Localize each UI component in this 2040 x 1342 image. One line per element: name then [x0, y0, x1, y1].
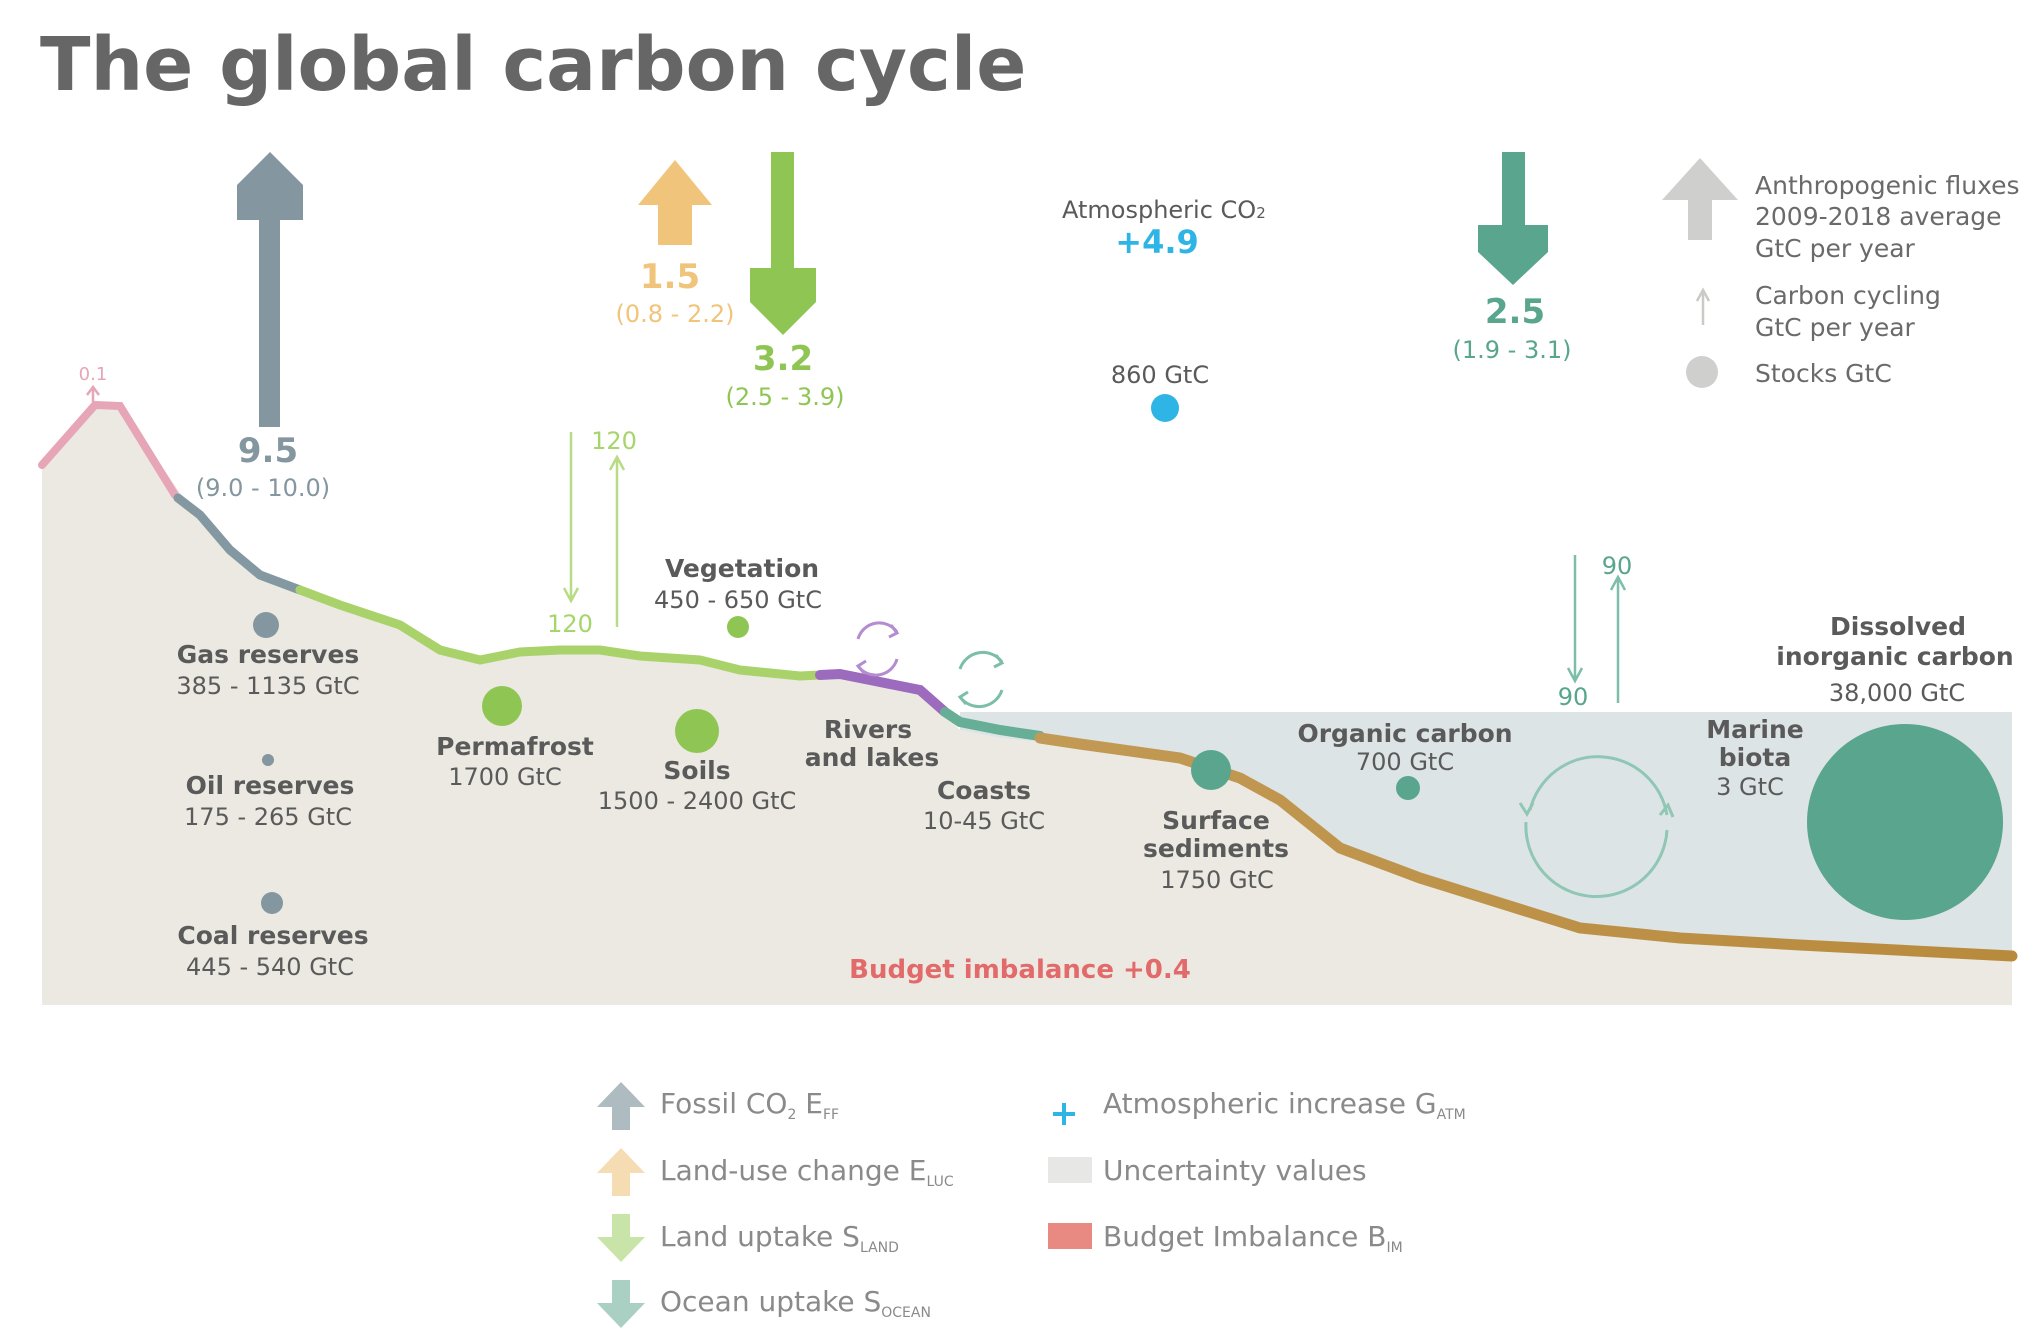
ocean-cycle-icon: [1518, 755, 1675, 899]
ocean-cycling-up-value: 90: [1602, 552, 1633, 580]
fossil-flux-value: 9.5: [238, 431, 298, 471]
legend-stocks: Stocks GtC: [1755, 359, 1892, 388]
vegetation-stock-dot: [727, 616, 749, 638]
marine-biota-label-line1: Marine: [1706, 715, 1803, 744]
volcanic-flux-value: 0.1: [79, 364, 108, 385]
surface-sediments-label-line1: Surface: [1162, 806, 1270, 835]
vegetation-label: Vegetation: [665, 554, 819, 583]
budget-imbalance-label: Budget imbalance +0.4: [849, 955, 1191, 985]
oil-reserves-value: 175 - 265 GtC: [184, 803, 352, 831]
seafloor-sediment: [1034, 732, 2018, 962]
legend-cycling-line1: Carbon cycling: [1755, 281, 1941, 310]
key-uncertainty-swatch: [1048, 1157, 1092, 1183]
permafrost-stock-dot: [482, 686, 522, 726]
organic-carbon-label: Organic carbon: [1297, 719, 1512, 748]
coast-surface: [940, 707, 1045, 741]
soils-label: Soils: [663, 756, 730, 785]
key-atm-increase-plus-icon: [1053, 1103, 1075, 1125]
ocean-uptake-flux-arrow: [1478, 152, 1548, 285]
legend-anthropogenic-line2: 2009-2018 average: [1755, 202, 2002, 231]
marine-biota-label-line2: biota: [1719, 743, 1791, 772]
key-atm-increase-label: Atmospheric increase GATM: [1103, 1087, 1466, 1123]
coasts-value: 10-45 GtC: [923, 807, 1045, 835]
key-uncertainty-label: Uncertainty values: [1103, 1154, 1367, 1187]
key-fossil-label: Fossil CO2 EFF: [660, 1087, 839, 1123]
river-surface: [815, 668, 950, 717]
land-cycling-up-value: 120: [591, 427, 637, 455]
dic-stock-dot: [1807, 724, 2003, 920]
atmospheric-co2-value: +4.9: [1115, 223, 1199, 261]
surface-sediments-stock-dot: [1191, 750, 1231, 790]
surface-sediments-value: 1750 GtC: [1160, 866, 1273, 894]
land-uptake-flux-range: (2.5 - 3.9): [726, 383, 845, 411]
land-cycling-down-value: 120: [547, 610, 593, 638]
carbon-cycling-legend-arrow: [1695, 287, 1711, 325]
permafrost-value: 1700 GtC: [448, 763, 561, 791]
fossil-flux-range: (9.0 - 10.0): [196, 474, 330, 502]
soils-stock-dot: [675, 709, 719, 753]
key-ocean-uptake-arrow: [597, 1280, 645, 1328]
key-land-uptake-label: Land uptake SLAND: [660, 1220, 899, 1256]
gas-surface: [173, 493, 305, 595]
fossil-flux-arrow: [237, 152, 303, 427]
key-land-use-arrow: [597, 1148, 645, 1196]
land-terrain: [42, 405, 2012, 1005]
legend-anthropogenic-line1: Anthropogenic fluxes: [1755, 171, 2020, 200]
gas-reserves-value: 385 - 1135 GtC: [176, 672, 359, 700]
key-fossil-arrow: [597, 1082, 645, 1130]
rivers-cycle-icon: [855, 621, 900, 677]
coasts-label: Coasts: [937, 776, 1031, 805]
key-ocean-uptake-label: Ocean uptake SOCEAN: [660, 1285, 931, 1321]
volcanic-flux-arrow: [86, 384, 100, 402]
coal-reserves-value: 445 - 540 GtC: [186, 953, 354, 981]
gas-reserves-dot: [253, 612, 279, 638]
legend-anthropogenic-line3: GtC per year: [1755, 234, 1916, 263]
ocean-uptake-flux-value: 2.5: [1485, 292, 1545, 332]
atmospheric-co2-label: Atmospheric CO2: [1062, 196, 1266, 224]
marine-biota-value: 3 GtC: [1716, 773, 1784, 801]
land-use-flux-arrow: [638, 160, 712, 245]
land-use-flux-value: 1.5: [640, 257, 700, 297]
land-uptake-flux-value: 3.2: [753, 339, 813, 379]
ocean-uptake-flux-range: (1.9 - 3.1): [1453, 336, 1572, 364]
rivers-label-line2: and lakes: [805, 743, 940, 772]
rivers-label-line1: Rivers: [824, 715, 912, 744]
anthropogenic-legend-arrow: [1662, 158, 1738, 240]
oil-reserves-dot: [262, 754, 274, 766]
atmosphere-stock-value: 860 GtC: [1111, 361, 1209, 389]
legend-cycling-line2: GtC per year: [1755, 313, 1916, 342]
vegetation-value: 450 - 650 GtC: [654, 586, 822, 614]
key-imbalance-label: Budget Imbalance BIM: [1103, 1220, 1403, 1256]
dic-label-line2: inorganic carbon: [1776, 642, 2013, 671]
land-surface: [295, 585, 825, 681]
key-land-use-label: Land-use change ELUC: [660, 1154, 954, 1190]
coal-reserves-dot: [261, 892, 283, 914]
key-imbalance-swatch: [1048, 1223, 1092, 1249]
organic-carbon-value: 700 GtC: [1356, 748, 1454, 776]
dic-value: 38,000 GtC: [1829, 679, 1965, 707]
ocean-cycling-down-arrow: [1566, 555, 1584, 684]
land-uptake-flux-arrow: [750, 152, 816, 335]
oil-reserves-label: Oil reserves: [186, 771, 355, 800]
atmosphere-stock-dot: [1151, 394, 1179, 422]
ocean-cycling-down-value: 90: [1558, 683, 1589, 711]
volcano-surface: [38, 400, 179, 499]
coasts-cycle-icon: [957, 651, 1005, 708]
land-use-flux-range: (0.8 - 2.2): [616, 300, 735, 328]
organic-carbon-stock-dot: [1396, 776, 1420, 800]
land-cycling-up-arrow: [608, 454, 626, 627]
coal-reserves-label: Coal reserves: [177, 921, 368, 950]
surface-sediments-label-line2: sediments: [1143, 834, 1289, 863]
permafrost-label: Permafrost: [436, 732, 594, 761]
key-land-uptake-arrow: [597, 1214, 645, 1262]
ocean-cycling-up-arrow: [1609, 574, 1627, 703]
stocks-legend-dot: [1686, 356, 1718, 388]
soils-value: 1500 - 2400 GtC: [598, 787, 796, 815]
land-cycling-down-arrow: [562, 432, 580, 604]
dic-label-line1: Dissolved: [1830, 612, 1966, 641]
page-title: The global carbon cycle: [40, 22, 1026, 108]
gas-reserves-label: Gas reserves: [177, 640, 360, 669]
